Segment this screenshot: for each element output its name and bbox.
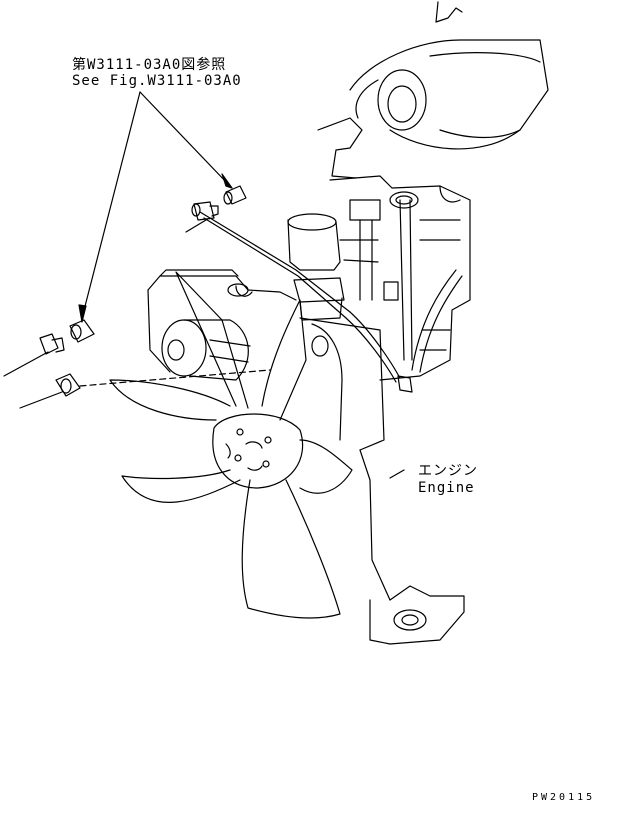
sensor-parts-upper	[186, 186, 246, 232]
reference-figure-jp: 第W3111-03A0図参照	[72, 57, 227, 73]
thermostat-housing	[288, 214, 344, 320]
reference-figure-en: See Fig.W3111-03A0	[72, 73, 242, 89]
drawing-code: PW20115	[532, 792, 596, 803]
sensor-parts-lower	[4, 320, 270, 408]
engine-label-jp: エンジン	[418, 463, 478, 479]
engine-label-en: Engine	[418, 480, 475, 496]
engine-block	[318, 2, 548, 380]
sensor-hose	[200, 212, 412, 392]
mount-bracket	[370, 586, 464, 644]
engine-leader	[390, 470, 404, 478]
reference-leaders	[79, 92, 232, 322]
cooling-fan	[110, 272, 352, 618]
fan-shroud	[148, 270, 390, 600]
pump-pulley	[162, 320, 250, 380]
